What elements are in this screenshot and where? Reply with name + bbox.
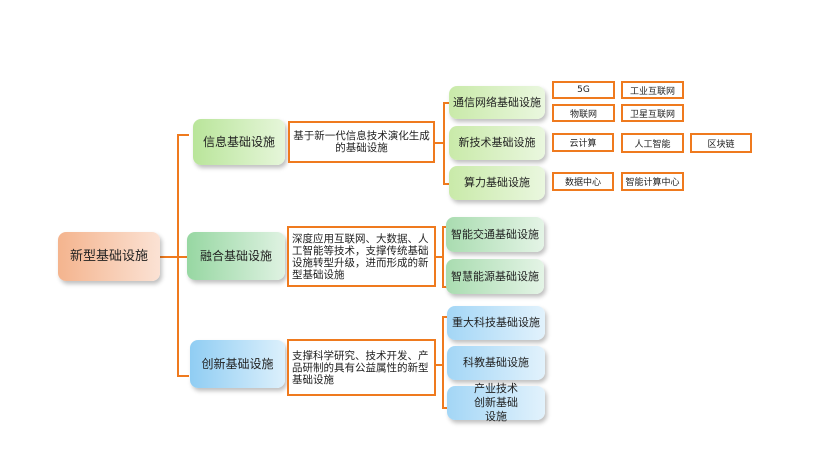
node-communication-network[interactable]: 通信网络基础设施 bbox=[449, 86, 545, 119]
connector bbox=[442, 316, 444, 409]
connector bbox=[443, 102, 445, 184]
node-science-education[interactable]: 科教基础设施 bbox=[447, 346, 545, 380]
leaf-data-center[interactable]: 数据中心 bbox=[552, 172, 614, 191]
connector bbox=[442, 226, 447, 228]
innovation-description: 支撑科学研究、技术开发、产品研制的具有公益属性的新型基础设施 bbox=[287, 339, 436, 396]
connector bbox=[442, 407, 447, 409]
connector bbox=[442, 286, 447, 288]
branch-info[interactable]: 信息基础设施 bbox=[193, 119, 285, 165]
connector bbox=[177, 256, 187, 258]
connector bbox=[177, 375, 189, 377]
leaf-ai[interactable]: 人工智能 bbox=[621, 133, 684, 153]
leaf-industrial-internet[interactable]: 工业互联网 bbox=[621, 81, 684, 99]
info-description: 基于新一代信息技术演化生成的基础设施 bbox=[288, 121, 435, 163]
leaf-intelligent-computing-center[interactable]: 智能计算中心 bbox=[621, 172, 684, 191]
connector bbox=[436, 364, 444, 366]
node-computing-power[interactable]: 算力基础设施 bbox=[449, 166, 545, 200]
node-smart-energy[interactable]: 智慧能源基础设施 bbox=[446, 259, 544, 294]
connector bbox=[442, 316, 447, 318]
leaf-iot[interactable]: 物联网 bbox=[552, 104, 615, 122]
connector bbox=[177, 134, 189, 136]
leaf-satellite-internet[interactable]: 卫星互联网 bbox=[621, 104, 684, 122]
node-major-science[interactable]: 重大科技基础设施 bbox=[447, 306, 545, 340]
connector bbox=[443, 183, 449, 185]
root-node[interactable]: 新型基础设施 bbox=[58, 232, 160, 281]
connector bbox=[436, 256, 444, 258]
connector bbox=[177, 134, 179, 377]
connector bbox=[442, 226, 444, 288]
leaf-blockchain[interactable]: 区块链 bbox=[690, 133, 752, 153]
leaf-5g[interactable]: 5G bbox=[552, 81, 615, 99]
node-smart-transport[interactable]: 智能交通基础设施 bbox=[446, 217, 544, 252]
fusion-description: 深度应用互联网、大数据、人工智能等技术，支撑传统基础设施转型升级，进而形成的新型… bbox=[287, 226, 436, 287]
node-industrial-innovation[interactable]: 产业技术创新基础设施 bbox=[447, 382, 545, 423]
branch-innovation[interactable]: 创新基础设施 bbox=[190, 340, 285, 388]
connector bbox=[435, 142, 444, 144]
connector bbox=[443, 102, 449, 104]
leaf-cloud-computing[interactable]: 云计算 bbox=[552, 133, 614, 152]
connector bbox=[160, 256, 178, 258]
branch-fusion[interactable]: 融合基础设施 bbox=[187, 232, 285, 280]
node-new-technology[interactable]: 新技术基础设施 bbox=[449, 126, 545, 160]
